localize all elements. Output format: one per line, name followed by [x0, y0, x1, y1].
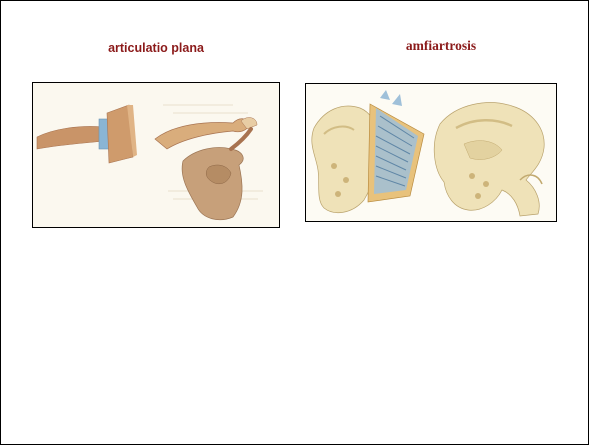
- caption-articulatio-plana: articulatio plana: [81, 41, 231, 55]
- figure-amphiarthrosis: [305, 83, 557, 222]
- figure-plane-joint: [32, 82, 280, 228]
- caption-amfiartrosis: amfiartrosis: [381, 38, 501, 54]
- amphiarthrosis-illustration: [306, 84, 556, 221]
- plane-joint-illustration: [33, 83, 279, 227]
